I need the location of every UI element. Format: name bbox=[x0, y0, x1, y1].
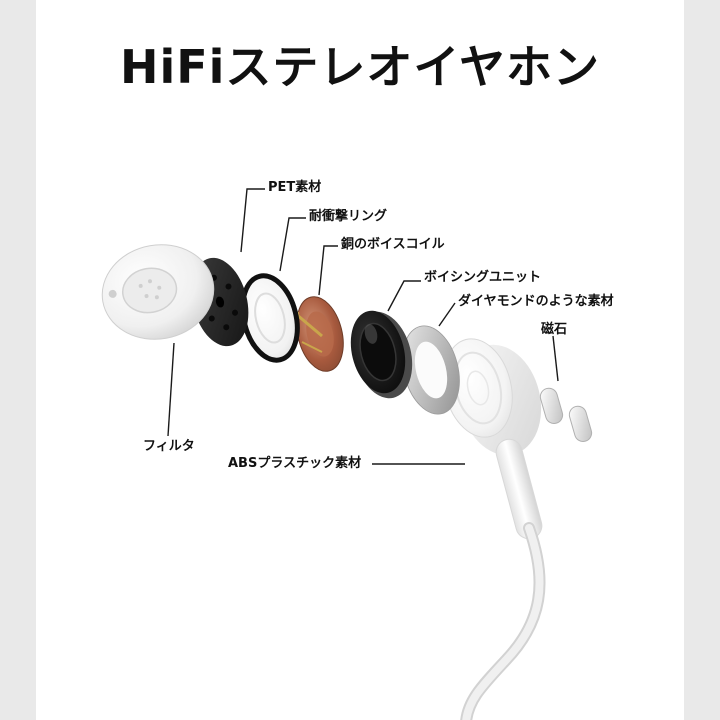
label-magnet: 磁石 bbox=[541, 322, 568, 337]
ear-tip-illustration bbox=[101, 244, 215, 340]
callout-line-magnet bbox=[552, 335, 559, 382]
voicing-unit-illustration bbox=[350, 310, 413, 399]
callout-line-pet bbox=[240, 188, 265, 253]
label-voicing-unit: ボイシングユニット bbox=[424, 270, 542, 285]
magnet-illustration bbox=[539, 387, 593, 442]
callout-line-diamond bbox=[438, 302, 456, 327]
label-filter: フィルタ bbox=[143, 439, 195, 454]
label-abs-plastic: ABSプラスチック素材 bbox=[228, 456, 362, 471]
product-title: HiFiステレオイヤホン bbox=[119, 40, 601, 94]
callout-line-filter bbox=[167, 342, 175, 437]
copper-coil-illustration bbox=[292, 296, 344, 372]
label-copper-voice-coil: 銅のボイスコイル bbox=[341, 237, 445, 252]
callout-line-shock-ring bbox=[279, 217, 306, 272]
callout-line-copper-coil bbox=[318, 245, 338, 296]
earphone-housing-illustration bbox=[443, 338, 546, 720]
label-diamond-material: ダイヤモンドのような素材 bbox=[458, 294, 614, 309]
label-pet-material: PET素材 bbox=[268, 180, 322, 195]
diamond-ring-illustration bbox=[402, 325, 460, 415]
callout-lines bbox=[167, 188, 559, 465]
callout-line-voicing-unit bbox=[387, 280, 421, 312]
label-shock-ring: 耐衝撃リング bbox=[309, 209, 388, 224]
